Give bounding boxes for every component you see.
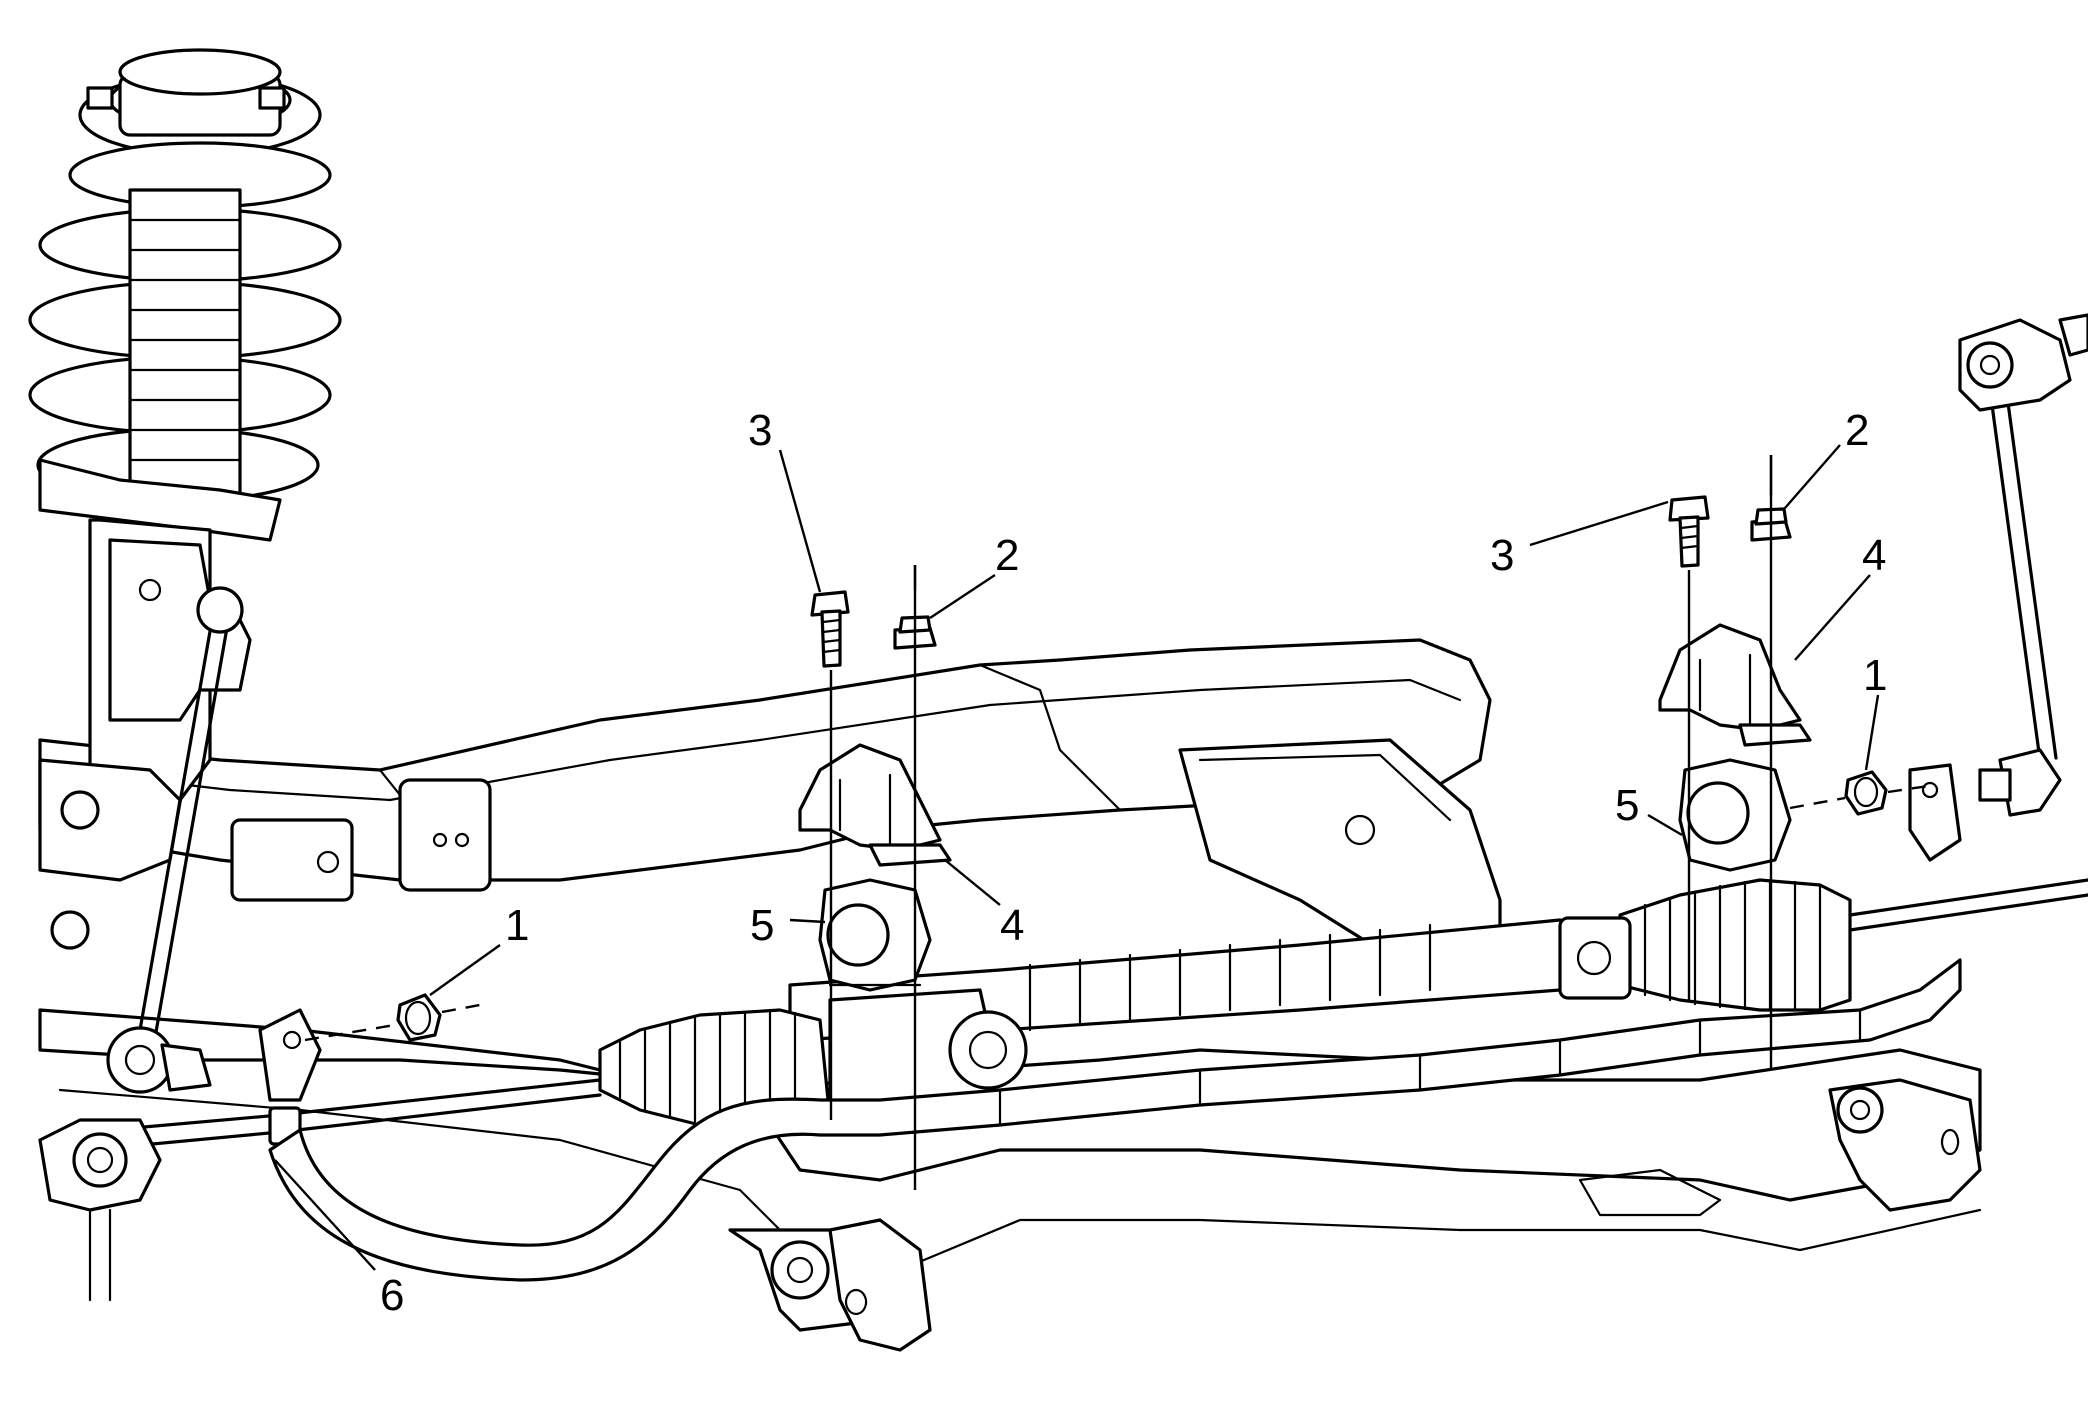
- right-link-nut-path: [1789, 796, 1846, 810]
- leader-4-left: [944, 859, 1001, 906]
- callout-1-right: 1: [1863, 651, 1887, 700]
- leader-5-left: [789, 918, 826, 924]
- right-link-nut-1: [1844, 770, 1888, 816]
- right-stabilizer-link: [1908, 313, 2088, 862]
- callout-1-left: 1: [505, 901, 529, 950]
- left-strut-assembly: [28, 48, 342, 950]
- callout-4-left: 4: [1000, 901, 1024, 950]
- left-bolt-3: [810, 590, 850, 668]
- left-link-nut-path-2: [441, 1003, 481, 1014]
- callout-5-right: 5: [1615, 781, 1639, 830]
- leader-3-left: [778, 449, 822, 593]
- leader-3-right: [1529, 500, 1669, 547]
- right-bracket-4: [1658, 623, 1812, 747]
- right-insulator-5: [1678, 758, 1792, 872]
- left-bracket-4: [798, 743, 952, 867]
- right-link-nut-path-2: [1887, 783, 1936, 794]
- leader-4-right: [1794, 574, 1871, 661]
- leader-2-right: [1784, 444, 1841, 509]
- leader-1-right: [1864, 694, 1880, 771]
- callout-4-right: 4: [1862, 531, 1886, 580]
- leader-5-right: [1647, 813, 1683, 837]
- callout-2-right: 2: [1845, 406, 1869, 455]
- callout-2-left: 2: [995, 531, 1019, 580]
- stabilizer-bar: [268, 958, 1962, 1282]
- left-stabilizer-link: [106, 586, 322, 1102]
- left-insulator-5: [818, 878, 932, 992]
- callout-3-right: 3: [1490, 531, 1514, 580]
- left-link-nut-path: [304, 1023, 396, 1042]
- callout-6: 6: [380, 1271, 404, 1320]
- leader-1-left: [429, 944, 501, 996]
- left-link-nut-1: [396, 993, 442, 1042]
- rear-crossmember: [38, 638, 1492, 902]
- callout-3-left: 3: [748, 406, 772, 455]
- leader-6: [274, 1159, 376, 1271]
- callout-5-left: 5: [750, 901, 774, 950]
- leader-2-left: [929, 573, 996, 620]
- right-bolt-3: [1668, 495, 1710, 568]
